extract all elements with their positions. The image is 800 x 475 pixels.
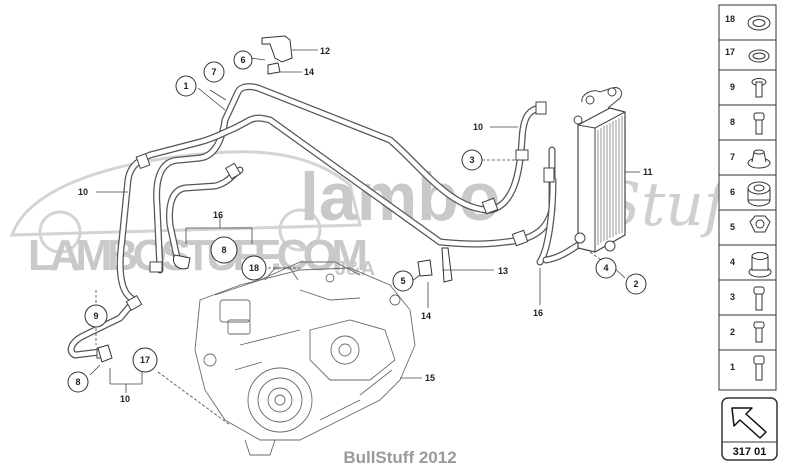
legend-label: 7 <box>730 152 735 162</box>
label-11: 11 <box>643 167 653 177</box>
legend-item-18: 18 <box>725 14 771 31</box>
bolt-icon <box>753 286 765 311</box>
nut-icon <box>749 215 771 233</box>
label-16-right: 16 <box>533 308 543 318</box>
callout-label: 5 <box>400 276 405 286</box>
callout-4: 4 <box>595 257 617 279</box>
callout-8-upper: 8 <box>210 236 238 264</box>
car-silhouette-watermark <box>9 150 362 254</box>
footer-caption: BullStuff 2012 <box>343 448 457 467</box>
callout-label: 6 <box>240 55 245 65</box>
legend-item-2: 2 <box>730 321 765 343</box>
legend-item-17: 17 <box>725 47 770 63</box>
label-15: 15 <box>425 373 435 383</box>
legend-label: 3 <box>730 292 735 302</box>
legend-label: 8 <box>730 117 735 127</box>
diagram-reference-badge: 317 01 <box>721 397 778 461</box>
bracket-12 <box>261 35 293 75</box>
legend-item-8: 8 <box>730 112 765 135</box>
callout-label: 2 <box>633 279 638 289</box>
callout-label: 9 <box>93 311 98 321</box>
callout-7: 7 <box>203 61 225 83</box>
callout-8-lower: 8 <box>67 371 89 393</box>
callout-label: 17 <box>140 355 150 365</box>
callout-5: 5 <box>392 270 414 292</box>
callout-3: 3 <box>461 149 483 171</box>
legend-item-4: 4 <box>730 252 772 278</box>
arrow-up-left-icon <box>731 407 767 439</box>
hex-bolt-icon <box>753 355 765 381</box>
callout-label: 3 <box>469 155 474 165</box>
callout-6: 6 <box>233 50 253 70</box>
label-10-right: 10 <box>473 122 483 132</box>
callout-18: 18 <box>241 255 267 281</box>
legend-item-6: 6 <box>730 181 771 207</box>
legend-label: 5 <box>730 222 735 232</box>
label-10-left: 10 <box>78 187 88 197</box>
watermark-brand: lambo <box>300 159 500 235</box>
label-16-left: 16 <box>213 210 223 220</box>
grommet-icon <box>747 149 771 169</box>
callout-17: 17 <box>132 347 158 373</box>
washer-large-icon <box>747 15 771 31</box>
oil-cooler <box>573 87 626 253</box>
callout-label: 18 <box>249 263 259 273</box>
screw-icon <box>753 112 765 135</box>
watermark: lambo Stuff LAMBOSTUFF.COM J&A <box>9 150 756 280</box>
label-14-upper: 14 <box>304 67 314 77</box>
gearbox-assembly <box>194 261 416 456</box>
bracket-13 <box>417 247 453 283</box>
legend-item-7: 7 <box>730 149 771 169</box>
badge-label: 317 01 <box>733 446 767 458</box>
legend-label: 9 <box>730 82 735 92</box>
callout-label: 8 <box>221 245 226 255</box>
parts-legend: 18 17 9 8 <box>718 4 777 391</box>
label-13: 13 <box>498 266 508 276</box>
clip-17 <box>97 344 113 363</box>
bushing-icon <box>747 181 771 207</box>
watermark-tagline: J&A <box>335 258 375 280</box>
label-10-bottom: 10 <box>120 394 130 404</box>
callout-label: 4 <box>603 263 608 273</box>
bolt-flanged-icon <box>751 78 767 98</box>
legend-label: 1 <box>730 362 735 372</box>
label-14-lower: 14 <box>421 311 431 321</box>
washer-ring-icon <box>748 49 770 63</box>
legend-item-5: 5 <box>730 215 771 233</box>
callout-label: 7 <box>211 67 216 77</box>
legend-label: 18 <box>725 14 735 24</box>
callout-1: 1 <box>175 75 197 97</box>
legend-label: 17 <box>725 47 735 57</box>
callout-label: 1 <box>183 81 188 91</box>
spacer-sleeve-icon <box>748 252 772 278</box>
callout-label: 8 <box>75 377 80 387</box>
leader-lines <box>89 49 640 426</box>
legend-item-3: 3 <box>730 286 765 311</box>
watermark-site: LAMBOSTUFF.COM <box>28 231 368 280</box>
callout-9: 9 <box>84 304 108 328</box>
legend-label: 2 <box>730 327 735 337</box>
legend-item-1: 1 <box>730 355 765 381</box>
label-12: 12 <box>320 46 330 56</box>
cooler-pipes <box>67 83 584 359</box>
screw-short-icon <box>753 321 765 343</box>
legend-item-9: 9 <box>730 78 767 98</box>
legend-label: 6 <box>730 187 735 197</box>
callout-2: 2 <box>625 273 647 295</box>
legend-label: 4 <box>730 257 735 267</box>
